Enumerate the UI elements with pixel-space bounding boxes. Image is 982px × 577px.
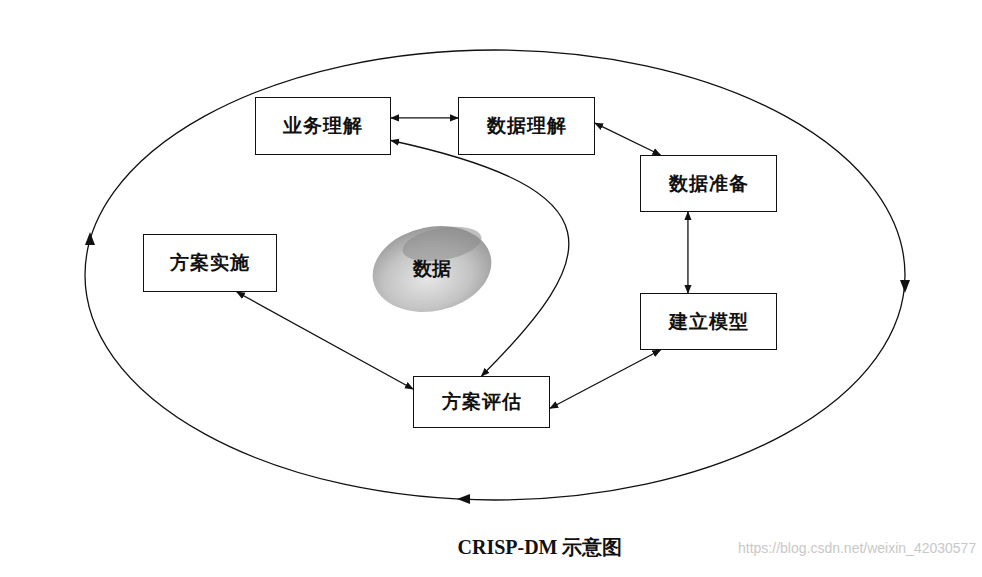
process-box: 数据准备 bbox=[640, 155, 777, 212]
connector-arrow bbox=[237, 292, 413, 389]
process-box: 方案评估 bbox=[413, 376, 550, 428]
connector-arrow bbox=[687, 212, 688, 293]
process-box: 业务理解 bbox=[255, 97, 391, 155]
box-label: 建立模型 bbox=[669, 309, 749, 335]
process-box: 数据理解 bbox=[458, 97, 595, 155]
box-label: 方案评估 bbox=[442, 389, 522, 415]
process-box: 方案实施 bbox=[143, 234, 277, 292]
box-label: 数据准备 bbox=[669, 171, 749, 197]
connector-arrow bbox=[595, 123, 661, 155]
figure-caption: CRISP-DM 示意图 bbox=[458, 534, 623, 561]
connector-arrow bbox=[391, 117, 458, 118]
box-label: 方案实施 bbox=[170, 250, 250, 276]
blob-label: 数据 bbox=[413, 256, 451, 282]
cycle-arrowhead bbox=[457, 494, 470, 504]
cycle-arrowhead bbox=[85, 232, 95, 245]
box-label: 业务理解 bbox=[283, 113, 363, 139]
watermark: https://blog.csdn.net/weixin_42030577 bbox=[738, 540, 976, 556]
process-box: 建立模型 bbox=[640, 293, 777, 350]
connector-arrow bbox=[391, 141, 569, 377]
blob-fill bbox=[368, 222, 496, 316]
box-label: 数据理解 bbox=[487, 113, 567, 139]
cycle-ring bbox=[85, 50, 905, 500]
cycle-arrowhead bbox=[900, 280, 910, 293]
connector-arrow bbox=[550, 350, 661, 408]
data-blob: 数据 bbox=[368, 222, 496, 316]
